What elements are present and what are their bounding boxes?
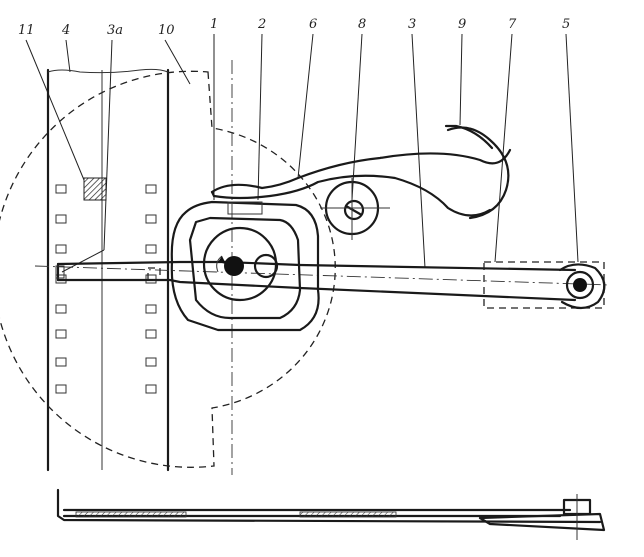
right-perforations xyxy=(145,184,157,394)
frame-window xyxy=(83,177,107,201)
hook xyxy=(446,126,510,220)
side-view xyxy=(56,488,606,540)
label-1: 1 xyxy=(210,17,218,32)
label-4: 4 xyxy=(61,23,70,38)
screw xyxy=(320,178,390,240)
label-10: 10 xyxy=(158,23,175,38)
label-6: 6 xyxy=(309,17,317,32)
cam-shaft xyxy=(224,256,244,276)
guide-block xyxy=(483,261,605,309)
label-5: 5 xyxy=(562,17,570,32)
pivot-bushing xyxy=(483,261,606,310)
spring xyxy=(210,148,512,217)
label-8: 8 xyxy=(358,17,366,32)
label-3: 3 xyxy=(408,17,416,32)
label-7: 7 xyxy=(508,17,517,32)
label-11: 11 xyxy=(18,23,35,38)
cam-frame xyxy=(170,200,320,332)
label-2: 2 xyxy=(257,17,266,32)
label-3a: 3a xyxy=(107,23,123,38)
shutter-sector xyxy=(0,70,336,468)
left-perforations xyxy=(55,184,67,394)
label-9: 9 xyxy=(458,17,466,32)
cam-disc xyxy=(202,226,279,302)
eccentric-pin xyxy=(253,253,279,279)
leader-lines xyxy=(25,33,579,273)
